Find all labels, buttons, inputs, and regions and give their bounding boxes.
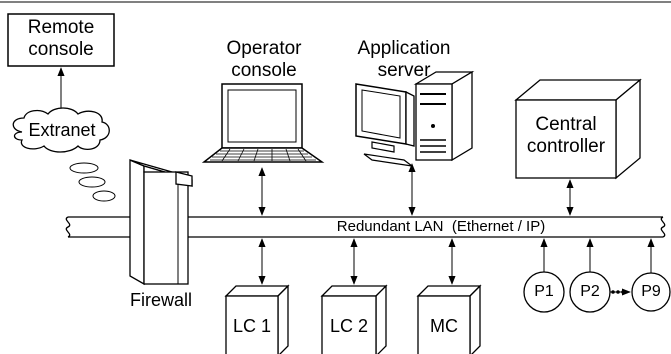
remote-console-line2: console — [28, 38, 94, 60]
central-controller-line2: controller — [526, 135, 606, 157]
central-controller-box — [514, 78, 642, 180]
lc2-label: LC 2 — [329, 316, 369, 336]
mc-label: MC — [430, 316, 458, 336]
mc-box — [416, 284, 482, 354]
server-workstation-icon — [355, 70, 475, 167]
cloud-bubble-1 — [69, 162, 99, 174]
p9-label: P9 — [641, 283, 661, 300]
operator-console-line2: console — [231, 59, 297, 81]
extranet-label: Extranet — [28, 120, 96, 140]
application-server-label: Application server — [358, 38, 451, 82]
central-controller-line1: Central — [535, 114, 597, 135]
firewall-label: Firewall — [129, 290, 193, 310]
laptop-icon — [201, 83, 325, 163]
remote-console-box — [7, 13, 115, 67]
p1-label: P1 — [534, 283, 554, 300]
p2-label: P2 — [580, 283, 600, 300]
application-server-line1: Application — [357, 38, 451, 59]
remote-console-line1: Remote — [27, 17, 95, 38]
remote-console-label: Remote console — [28, 17, 95, 61]
cloud-bubble-2 — [78, 176, 106, 188]
central-controller-label: Central controller — [527, 114, 605, 158]
lan-label: Redundant LAN (Ethernet / IP) — [336, 218, 546, 235]
operator-console-label: Operator console — [227, 38, 302, 82]
cloud-bubble-3 — [92, 190, 116, 202]
application-server-line2: server — [377, 59, 431, 81]
lc1-box — [224, 284, 290, 354]
operator-console-line1: Operator — [226, 38, 302, 59]
lc2-box — [320, 284, 388, 354]
lc1-label: LC 1 — [232, 316, 272, 336]
firewall-shape — [129, 159, 193, 286]
extranet-cloud — [12, 107, 110, 153]
